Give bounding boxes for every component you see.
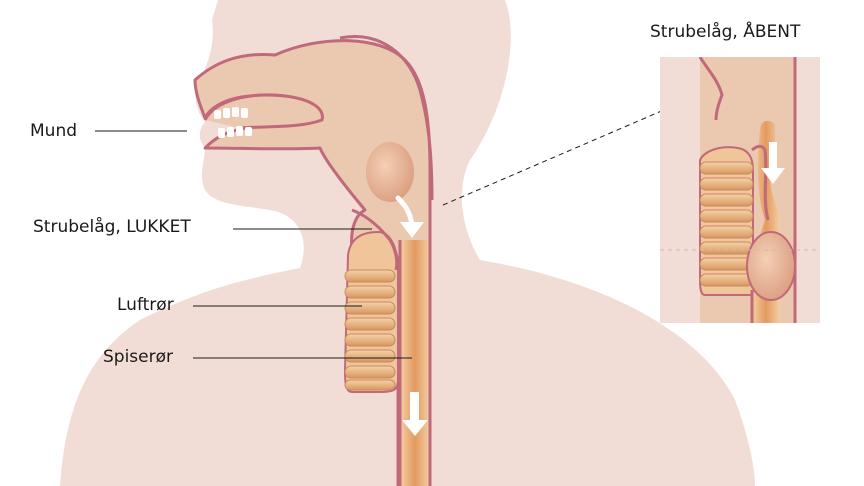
- label-epiglottis-closed: Strubelåg, LUKKET: [33, 217, 191, 237]
- teeth: [214, 107, 252, 138]
- down-arrow-shaft: [410, 392, 419, 422]
- swallow-arrow-curved-head: [400, 222, 424, 238]
- down-arrow-head: [402, 420, 428, 436]
- label-epiglottis-open: Strubelåg, ÅBENT: [650, 22, 801, 42]
- swallow-arrow-curved: [395, 195, 415, 228]
- palate: [203, 93, 324, 130]
- label-mund: Mund: [30, 121, 78, 141]
- food-bolus: [366, 142, 414, 202]
- trachea-rings: [343, 230, 399, 393]
- label-trachea: Luftrør: [117, 295, 174, 315]
- epiglottis-closed: [351, 208, 399, 271]
- inset-callout-line: [442, 96, 695, 206]
- inset-panel: [660, 57, 820, 323]
- pharynx-wall: [339, 35, 434, 201]
- label-esophagus: Spiserør: [103, 347, 174, 367]
- esophagus-tube: [398, 160, 432, 486]
